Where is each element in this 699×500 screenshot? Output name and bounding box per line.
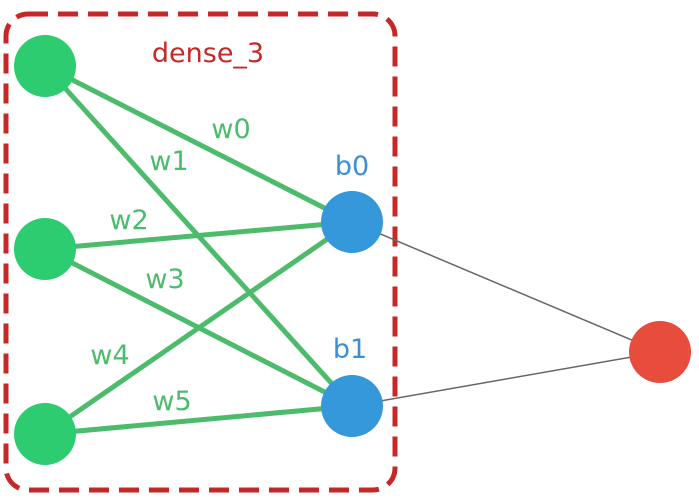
input-node-x0 [14,35,76,97]
weight-label-w2: w2 [109,205,148,236]
weight-edge-w0 [43,63,354,225]
input-node-x2 [14,403,76,465]
nodes [14,35,691,465]
hidden-node-h0 [321,191,383,253]
output-edge-h0 [351,221,661,353]
weight-label-w1: w1 [149,146,188,177]
weight-label-w4: w4 [90,340,129,371]
weight-label-w0: w0 [211,114,250,145]
weight-label-w3: w3 [145,264,184,295]
bias-label-b1: b1 [333,334,367,365]
output-edge-h1 [351,351,661,407]
hidden-node-h1 [321,375,383,437]
weight-edge-w4 [43,219,354,437]
input-node-x1 [14,218,76,280]
weight-label-w5: w5 [152,386,191,417]
output-node-y [629,321,691,383]
weight-edge-w2 [44,219,353,252]
bias-label-b0: b0 [335,151,369,182]
weight-edges [43,63,354,437]
weight-edge-w5 [44,403,353,437]
dense-layer-group-box [3,11,398,493]
dense-layer-title: dense_3 [152,38,264,69]
output-edges [351,221,661,407]
